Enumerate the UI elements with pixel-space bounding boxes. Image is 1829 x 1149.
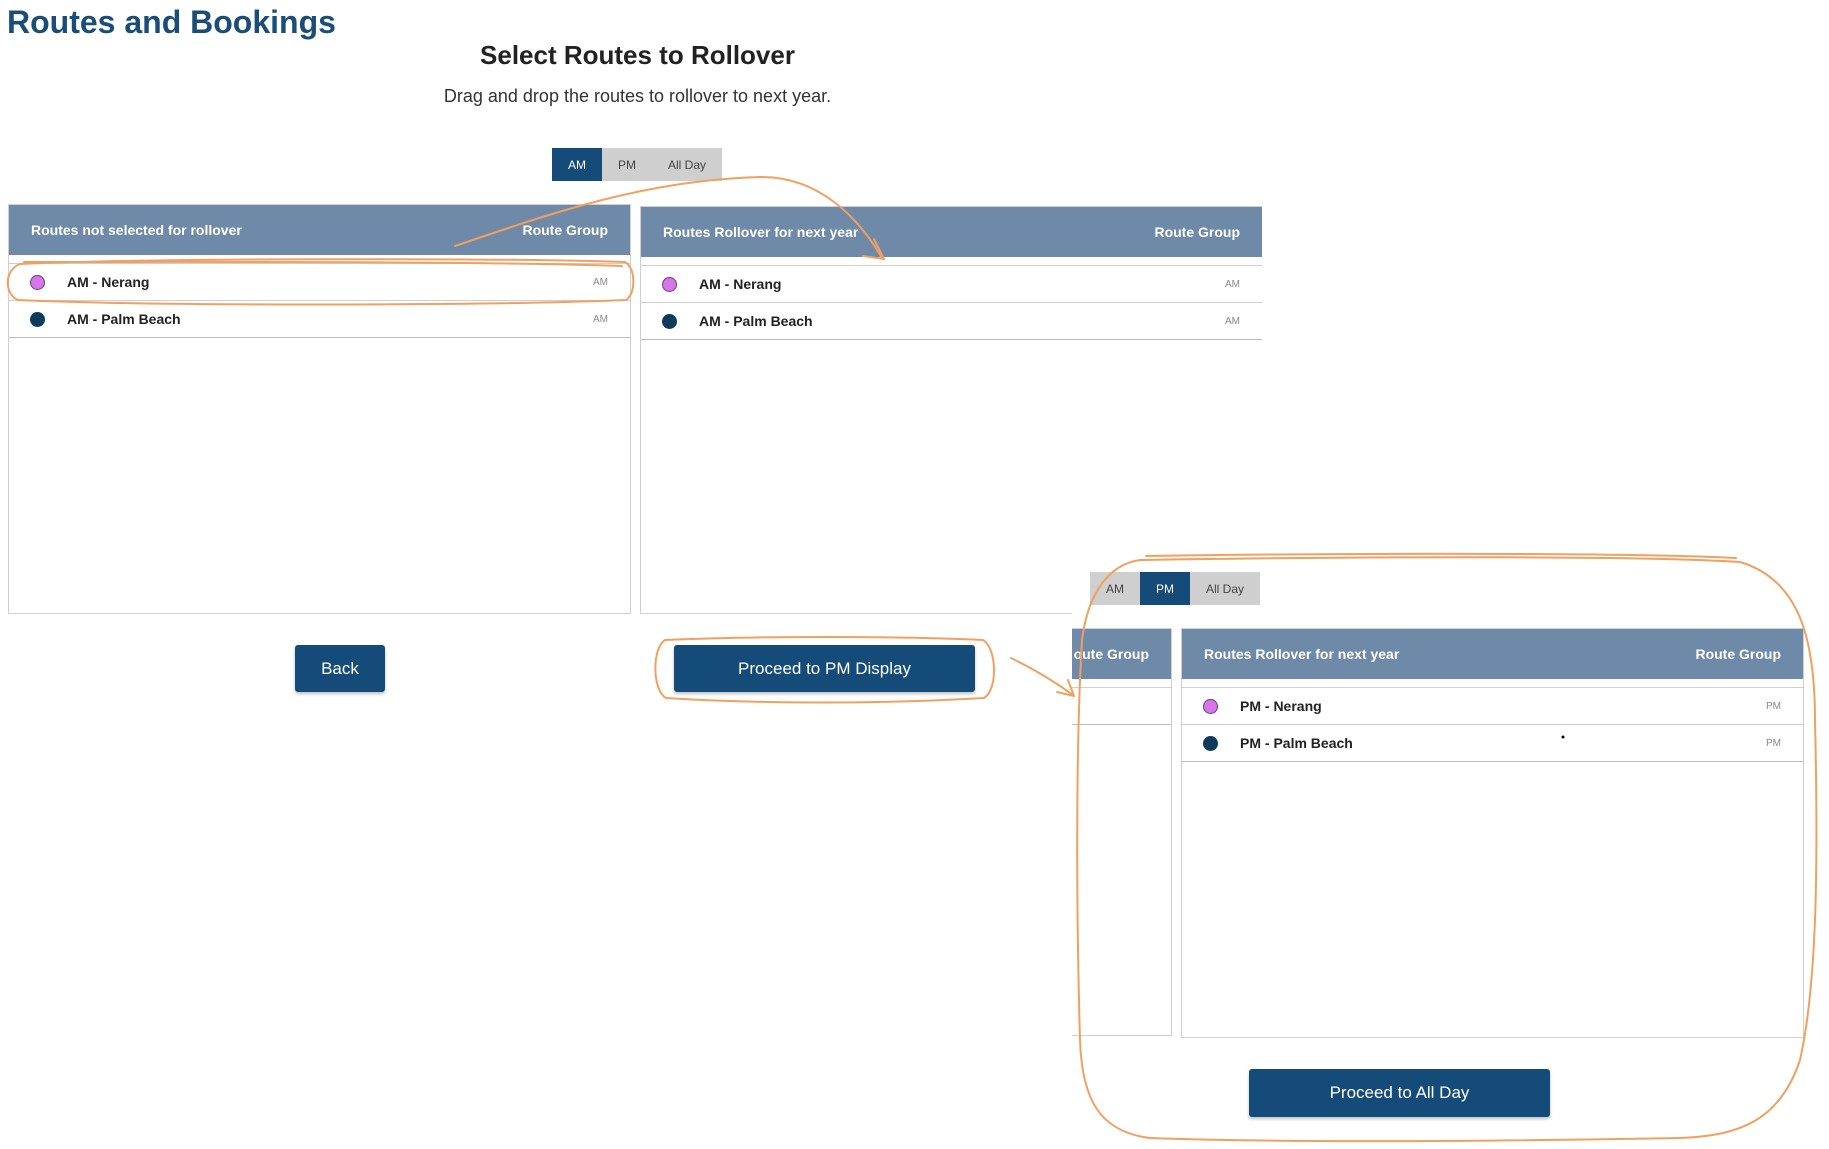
route-row-am-palm-beach[interactable]: AM - Palm Beach AM [9, 300, 630, 338]
route-group: AM [593, 276, 608, 288]
right-panel-route-group-header-extension: Route Group [1154, 224, 1240, 240]
route-group: AM [1225, 278, 1240, 290]
pm-toggle-am[interactable]: AM [1090, 572, 1140, 605]
route-name: AM - Palm Beach [699, 313, 813, 329]
right-panel-clip: Routes Rollover for next year Route Grou… [640, 206, 1072, 616]
route-row-am-palm-beach[interactable]: AM - Palm Beach AM [641, 302, 1072, 340]
route-group: AM [1225, 315, 1240, 327]
pm-left-route-list [1072, 687, 1171, 725]
routes-rollover-panel: Routes Rollover for next year Route Grou… [640, 206, 1072, 614]
route-row-am-nerang-ext[interactable]: AM [1072, 265, 1262, 302]
pm-left-panel-header: oute Group [1072, 629, 1171, 679]
right-route-list: AM - Nerang AM AM - Palm Beach AM [641, 265, 1072, 340]
left-panel-route-group-header: Route Group [522, 222, 608, 238]
right-panel-header: Routes Rollover for next year Route Grou… [641, 207, 1072, 257]
proceed-to-all-day-button[interactable]: Proceed to All Day [1249, 1069, 1550, 1117]
pm-left-panel-clip: oute Group [1072, 628, 1172, 1038]
route-name: AM - Nerang [699, 276, 782, 292]
left-route-list: AM - Nerang AM AM - Palm Beach AM [9, 263, 630, 338]
route-name: PM - Palm Beach [1240, 735, 1353, 751]
route-name: PM - Nerang [1240, 698, 1322, 714]
annotation-next-arrow [1010, 657, 1074, 696]
pm-right-route-list: PM - Nerang PM PM - Palm Beach PM [1182, 687, 1803, 762]
route-name: AM - Palm Beach [67, 311, 181, 327]
right-panel-clip-extension: Route Group AM AM [1072, 206, 1262, 558]
route-color-dot [1203, 735, 1218, 751]
route-color-dot [30, 274, 45, 290]
pm-right-panel-title: Routes Rollover for next year [1204, 646, 1400, 662]
toggle-all-day[interactable]: All Day [652, 148, 722, 181]
pm-routes-not-selected-panel: oute Group [1072, 628, 1172, 1036]
instructions-text: Drag and drop the routes to rollover to … [443, 86, 832, 106]
routes-not-selected-panel: Routes not selected for rollover Route G… [8, 204, 631, 614]
proceed-to-pm-display-button[interactable]: Proceed to PM Display [674, 645, 975, 692]
toggle-am[interactable]: AM [552, 148, 602, 181]
back-button[interactable]: Back [295, 645, 385, 692]
route-color-dot [662, 276, 677, 292]
right-panel-title: Routes Rollover for next year [663, 224, 859, 240]
pm-left-empty-row [1072, 687, 1171, 725]
pm-right-panel-header: Routes Rollover for next year Route Grou… [1182, 629, 1803, 679]
right-panel-header-extension: Route Group [1072, 207, 1262, 257]
section-title: Select Routes to Rollover [480, 40, 795, 70]
route-row-pm-nerang[interactable]: PM - Nerang PM [1182, 687, 1803, 724]
route-name: AM - Nerang [67, 274, 150, 290]
pm-routes-rollover-panel: Routes Rollover for next year Route Grou… [1181, 628, 1804, 1038]
right-route-list-extension: AM AM [1072, 265, 1262, 340]
pm-left-panel-route-group-header: oute Group [1073, 646, 1149, 662]
pm-right-panel-route-group-header: Route Group [1695, 646, 1781, 662]
route-color-dot [662, 313, 677, 329]
period-toggle: AM PM All Day [552, 148, 722, 181]
route-group: AM [593, 313, 608, 325]
route-color-dot [30, 311, 45, 327]
route-row-am-palm-beach-ext[interactable]: AM [1072, 302, 1262, 340]
app-title: Routes and Bookings [7, 4, 336, 40]
route-row-am-nerang[interactable]: AM - Nerang AM [9, 263, 630, 300]
left-panel-header: Routes not selected for rollover Route G… [9, 205, 630, 255]
pm-toggle-all-day[interactable]: All Day [1190, 572, 1260, 605]
route-row-pm-palm-beach[interactable]: PM - Palm Beach PM [1182, 724, 1803, 762]
toggle-pm[interactable]: PM [602, 148, 652, 181]
route-row-am-nerang[interactable]: AM - Nerang AM [641, 265, 1072, 302]
pm-toggle-pm[interactable]: PM [1140, 572, 1190, 605]
route-group: PM [1766, 737, 1781, 749]
route-group: PM [1766, 700, 1781, 712]
left-panel-title: Routes not selected for rollover [31, 222, 242, 238]
route-color-dot [1203, 698, 1218, 714]
routes-rollover-panel-extension: Route Group AM AM [1072, 206, 1262, 558]
pm-period-toggle: AM PM All Day [1090, 572, 1260, 605]
